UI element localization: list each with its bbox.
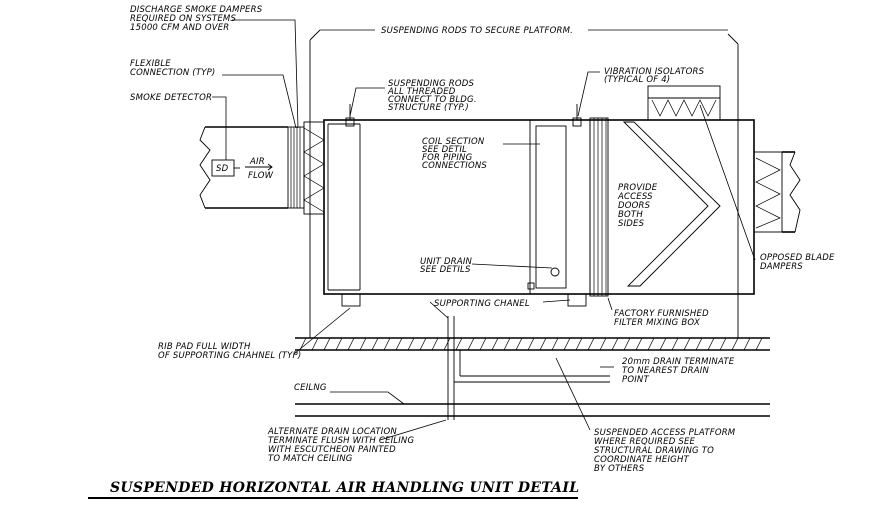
- label-line: TERMINATE FLUSH WITH CEILING: [268, 436, 414, 446]
- top-damper: [647, 85, 721, 121]
- drawing-title: SUSPENDED HORIZONTAL AIR HANDLING UNIT D…: [110, 480, 579, 496]
- leader-lines: [212, 19, 756, 441]
- label-line: SUSPENDED ACCESS PLATFORM: [594, 428, 736, 438]
- label-line: WITH ESCUTCHEON PAINTED: [268, 445, 396, 455]
- label-line: SIDES: [618, 219, 645, 229]
- label-line: FLEXIBLE: [130, 59, 171, 69]
- flow-text: FLOW: [248, 171, 274, 181]
- label-suspended-platform: SUSPENDED ACCESS PLATFORM WHERE REQUIRED…: [594, 428, 736, 474]
- label-coil-section: COIL SECTION SEE DETIL FOR PIPING CONNEC…: [422, 137, 487, 171]
- label-line: ALTERNATE DRAIN LOCATION: [267, 427, 397, 437]
- label-discharge-smoke-dampers: DISCHARGE SMOKE DAMPERS REQUIRED ON SYST…: [130, 5, 263, 33]
- label-line: BOTH: [618, 210, 643, 220]
- label-line: CONNECTION (TYP): [130, 68, 215, 78]
- suspending-rods: [309, 29, 739, 338]
- label-line: (TYPICAL OF 4): [604, 75, 670, 85]
- label-alternate-drain: ALTERNATE DRAIN LOCATION TERMINATE FLUSH…: [267, 427, 414, 464]
- label-line: COIL SECTION: [422, 137, 485, 147]
- label-line: SUSPENDING RODS: [388, 79, 475, 89]
- label-line: DAMPERS: [760, 262, 803, 272]
- drain-pipe: [447, 316, 610, 420]
- ceiling: [295, 403, 770, 417]
- flexible-connection-left: [287, 121, 325, 215]
- label-line: STRUCTURAL DRAWING TO: [594, 446, 714, 456]
- label-line: PROVIDE: [618, 183, 658, 193]
- label-line: STRUCTURE (TYP.): [388, 103, 469, 113]
- label-line: OF SUPPORTING CHAHNEL (TYP): [158, 351, 301, 361]
- label-ceiling: CEILNG: [294, 383, 327, 393]
- label-suspending-rods-secure: SUSPENDING RODS TO SECURE PLATFORM.: [381, 26, 573, 36]
- label-smoke-detector: SMOKE DETECTOR: [130, 93, 212, 103]
- label-line: VIBRATION ISOLATORS: [604, 67, 705, 77]
- drawing-title-block: SUSPENDED HORIZONTAL AIR HANDLING UNIT D…: [88, 480, 579, 499]
- ahu-body: [323, 117, 755, 297]
- label-line: SEE DETILS: [420, 265, 471, 275]
- label-unit-drain: UNIT DRAIN SEE DETILS: [420, 257, 473, 275]
- label-line: SEE DETIL: [422, 145, 467, 155]
- label-line: FACTORY FURNISHED: [614, 309, 709, 319]
- inlet-duct: SD AIR FLOW: [199, 126, 288, 209]
- supporting-platform: [295, 337, 770, 351]
- label-line: POINT: [622, 375, 649, 385]
- label-line: CONNECT TO BLDG.: [388, 95, 477, 105]
- label-line: COORDINATE HEIGHT: [594, 455, 690, 465]
- label-line: ALL THREADED: [387, 87, 456, 97]
- label-line: 20mm DRAIN TERMINATE: [622, 357, 735, 367]
- unit-drain-circle: [550, 267, 560, 277]
- label-drain-terminate: 20mm DRAIN TERMINATE TO NEAREST DRAIN PO…: [622, 357, 735, 385]
- label-line: 15000 CFM AND OVER: [130, 23, 229, 33]
- label-line: REQUIRED ON SYSTEMS: [130, 14, 236, 24]
- label-factory-filter-box: FACTORY FURNISHED FILTER MIXING BOX: [614, 309, 709, 328]
- label-opposed-blade-dampers: OPPOSED BLADE DAMPERS: [760, 253, 835, 272]
- label-provide-access-doors: PROVIDE ACCESS DOORS BOTH SIDES: [617, 183, 658, 229]
- label-line: UNIT DRAIN: [420, 257, 473, 267]
- label-suspending-rods-threaded: SUSPENDING RODS ALL THREADED CONNECT TO …: [387, 79, 477, 113]
- label-line: DOORS: [618, 201, 651, 211]
- label-line: OPPOSED BLADE: [760, 253, 835, 263]
- filter-v-bank: [622, 121, 721, 287]
- label-line: RIB PAD FULL WIDTH: [158, 342, 251, 352]
- label-supporting-channel: SUPPORTING CHANEL: [434, 299, 530, 309]
- sd-text: SD: [216, 164, 229, 174]
- label-vibration-isolators: VIBRATION ISOLATORS (TYPICAL OF 4): [604, 67, 705, 85]
- label-rib-pad: RIB PAD FULL WIDTH OF SUPPORTING CHAHNEL…: [158, 342, 301, 361]
- label-line: WHERE REQUIRED SEE: [594, 437, 696, 447]
- label-flexible-connection: FLEXIBLE CONNECTION (TYP): [130, 59, 215, 78]
- label-line: TO NEAREST DRAIN: [622, 366, 709, 376]
- outlet-duct-right: [753, 151, 801, 233]
- label-line: ACCESS: [617, 192, 653, 202]
- label-line: FILTER MIXING BOX: [614, 318, 700, 328]
- label-line: FOR PIPING: [422, 153, 473, 163]
- label-line: BY OTHERS: [594, 464, 645, 474]
- air-text: AIR: [249, 157, 265, 167]
- label-line: DISCHARGE SMOKE DAMPERS: [130, 5, 263, 15]
- label-line: CONNECTIONS: [422, 161, 487, 171]
- label-line: TO MATCH CEILING: [268, 454, 353, 464]
